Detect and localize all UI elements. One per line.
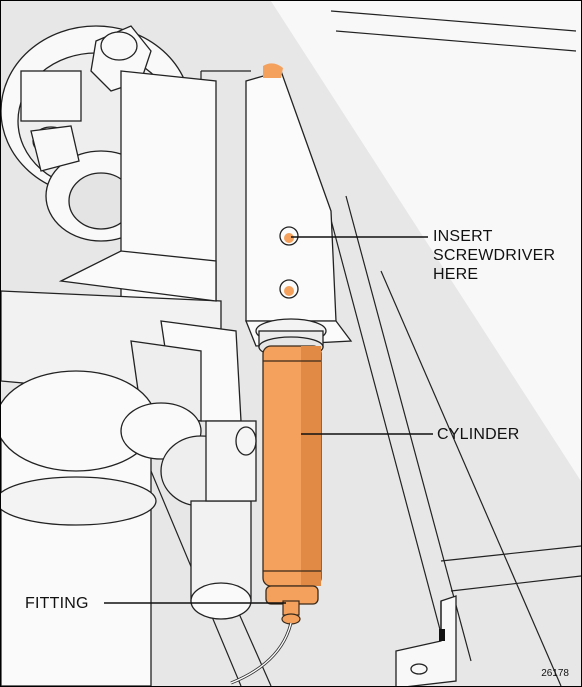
figure-number: 26178 [541, 668, 569, 679]
fitting-label: FITTING [25, 595, 89, 612]
insert-screwdriver-label: INSERT SCREWDRIVER HERE [433, 228, 556, 283]
cylinder-label: CYLINDER [437, 426, 520, 443]
